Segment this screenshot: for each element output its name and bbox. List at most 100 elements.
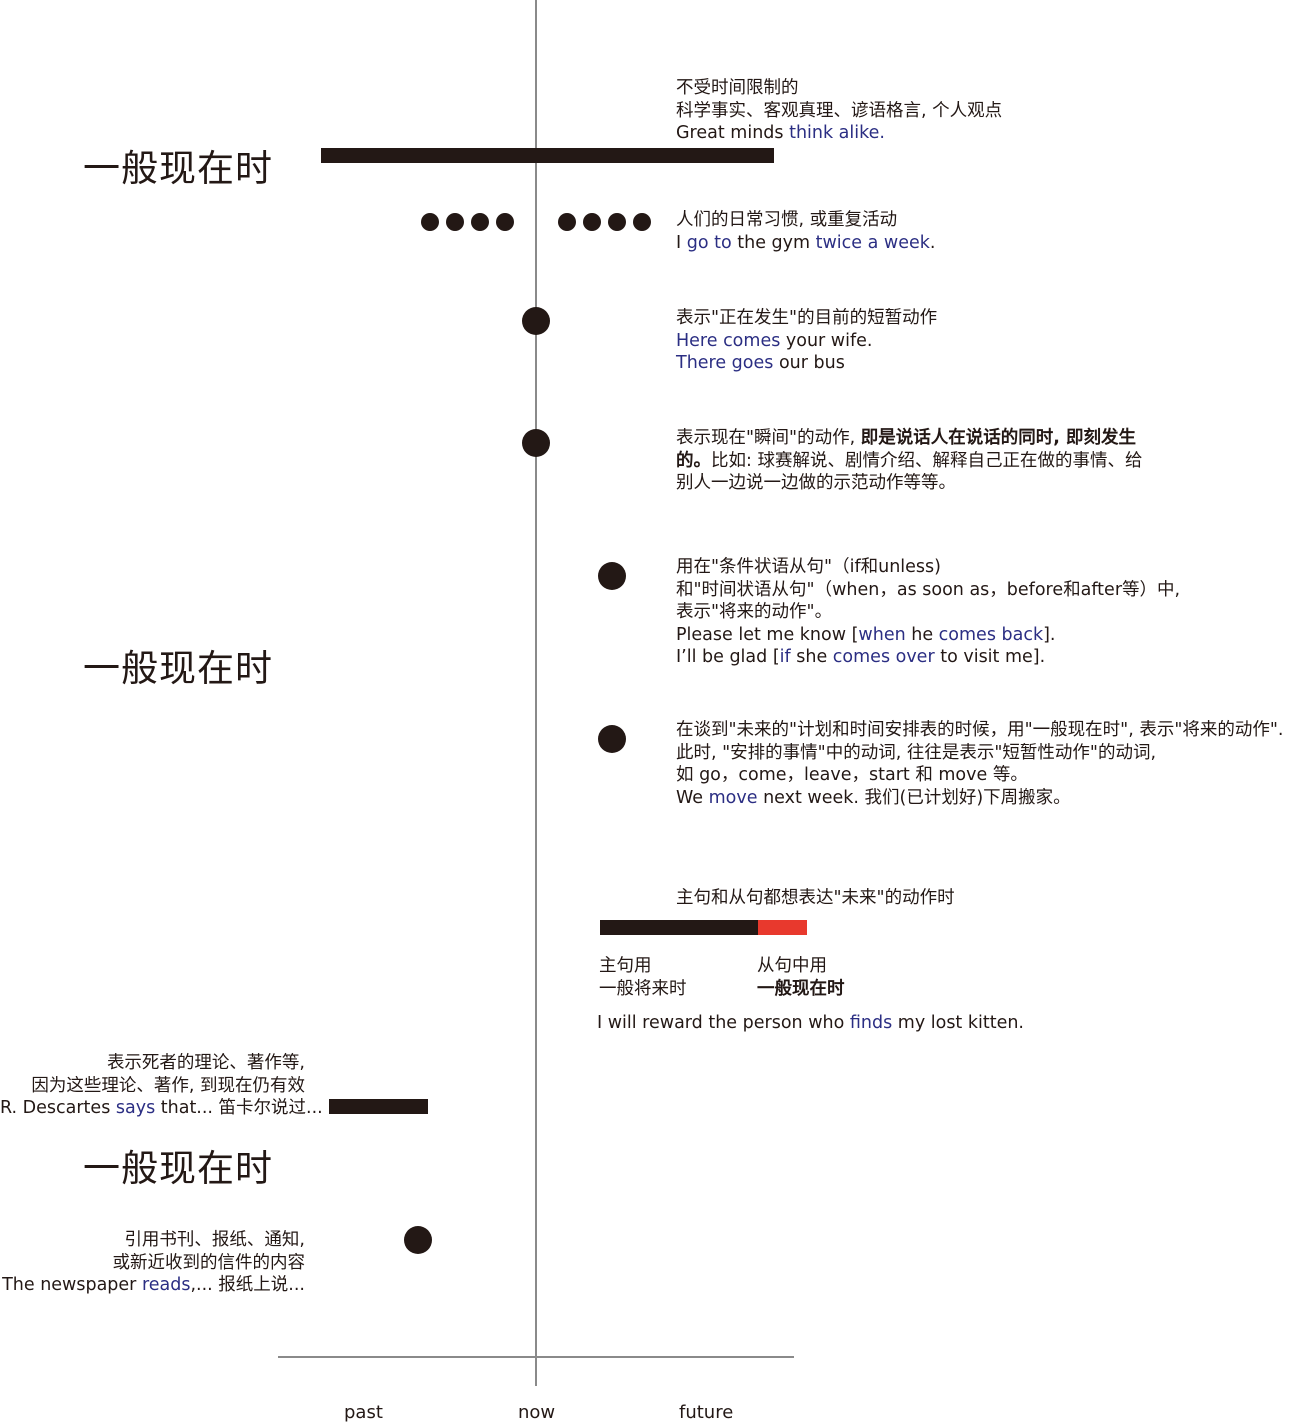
example-text: that... 笛卡尔说过...: [155, 1098, 323, 1118]
axis-label-now: now: [518, 1402, 556, 1423]
instant-note: 表示现在"瞬间"的动作, 即是说话人在说话的同时, 即刻发生 的。比如: 球赛解…: [676, 427, 1142, 495]
example-text: I: [676, 232, 687, 253]
instant-line1: 表示现在"瞬间"的动作, 即是说话人在说话的同时, 即刻发生: [676, 427, 1142, 450]
dead-author-line1: 表示死者的理论、著作等,: [106, 1053, 305, 1073]
axis-label-past: past: [344, 1402, 383, 1423]
note-text: 表示现在"瞬间"的动作,: [676, 428, 861, 448]
scheduled-future-dot: [598, 725, 626, 753]
short-action-dot: [522, 307, 550, 335]
dead-author-note: 表示死者的理论、著作等, 因为这些理论、著作, 到现在仍有效 R. Descar…: [0, 1052, 323, 1120]
example-text: R. Descartes: [0, 1098, 116, 1118]
instant-line3: 别人一边说一边做的示范动作等等。: [676, 473, 956, 493]
quote-line2: 或新近收到的信件的内容: [112, 1252, 306, 1273]
example-verb: finds: [849, 1013, 893, 1033]
schedule-example: We move next week. 我们(已计划好)下周搬家。: [676, 787, 1283, 810]
example-text: to visit me].: [934, 647, 1046, 667]
habit-dot: [633, 213, 651, 231]
timeless-line1: 不受时间限制的: [676, 78, 799, 98]
schedule-line2: 此时, "安排的事情"中的动词, 往往是表示"短暂性动作"的动词,: [676, 742, 1157, 763]
instant-line2: 的。比如: 球赛解说、剧情介绍、解释自己正在做的事情、给: [676, 450, 1142, 473]
now-axis-line: [535, 0, 537, 1386]
example-text: I’ll be glad [: [676, 647, 780, 667]
dead-author-line2: 因为这些理论、著作, 到现在仍有效: [31, 1075, 305, 1096]
short-action-note: 表示"正在发生"的目前的短暂动作 Here comes your wife. T…: [676, 307, 937, 375]
example-verb: reads: [141, 1275, 191, 1295]
habit-dot: [421, 213, 439, 231]
habit-dot: [471, 213, 489, 231]
example-text: We: [676, 787, 709, 808]
quote-note: 引用书刊、报纸、通知, 或新近收到的信件的内容 The newspaper re…: [0, 1229, 305, 1297]
quote-line1: 引用书刊、报纸、通知,: [124, 1230, 305, 1250]
example-text: ,... 报纸上说...: [190, 1275, 305, 1295]
subordinate-clause-label-line1: 从句中用: [757, 956, 827, 976]
example-text: the gym: [731, 232, 816, 253]
example-text: The newspaper: [2, 1275, 142, 1295]
example-frequency: twice a week: [815, 232, 930, 253]
example-text: our bus: [773, 353, 845, 373]
short-action-line1: 表示"正在发生"的目前的短暂动作: [676, 308, 938, 328]
habit-dot: [446, 213, 464, 231]
timeless-bar: [321, 148, 774, 163]
example-verb: think alike.: [789, 123, 885, 143]
example-verb: says: [115, 1098, 156, 1118]
example-text: he: [905, 624, 939, 645]
subordinate-clause-bar: [758, 920, 807, 935]
main-clause-label-line2: 一般将来时: [599, 978, 687, 999]
conditional-line3: 表示"将来的动作"。: [676, 602, 833, 622]
example-text: Please let me know [: [676, 624, 859, 645]
future-both-example: I will reward the person who finds my lo…: [597, 1012, 1024, 1035]
habit-note: 人们的日常习惯, 或重复活动 I go to the gym twice a w…: [676, 209, 935, 254]
habit-dot: [496, 213, 514, 231]
subordinate-clause-label: 从句中用 一般现在时: [757, 955, 845, 1000]
example-conjunction: if: [779, 647, 791, 667]
timeless-note: 不受时间限制的 科学事实、客观真理、谚语格言, 个人观点 Great minds…: [676, 77, 1002, 145]
short-action-example2: There goes our bus: [676, 352, 937, 375]
conditional-line1: 用在"条件状语从句"（if和unless): [676, 557, 941, 577]
section-heading-3: 一般现在时: [83, 1147, 273, 1190]
example-text: .: [929, 232, 936, 253]
subordinate-clause-label-line2: 一般现在时: [757, 978, 845, 999]
habit-dot: [558, 213, 576, 231]
habit-line1: 人们的日常习惯, 或重复活动: [676, 210, 898, 230]
example-text: she: [790, 647, 833, 667]
main-clause-label: 主句用 一般将来时: [599, 955, 687, 1000]
example-verb: Here comes: [676, 330, 781, 351]
main-clause-bar: [600, 920, 758, 935]
conditional-future-dot: [598, 562, 626, 590]
quote-dot: [404, 1226, 432, 1254]
schedule-note: 在谈到"未来的"计划和时间安排表的时候，用"一般现在时", 表示"将来的动作".…: [676, 719, 1283, 809]
conditional-example1: Please let me know [when he comes back].: [676, 624, 1180, 647]
note-emphasis: 的。: [676, 450, 711, 471]
short-action-example1: Here comes your wife.: [676, 330, 937, 353]
schedule-line1: 在谈到"未来的"计划和时间安排表的时候，用"一般现在时", 表示"将来的动作".: [676, 720, 1284, 740]
instant-action-dot: [522, 429, 550, 457]
habit-dot: [583, 213, 601, 231]
future-both-title: 主句和从句都想表达"未来"的动作时: [676, 888, 955, 908]
time-axis-line: [278, 1356, 794, 1358]
example-conjunction: when: [858, 624, 906, 645]
example-text: Great minds: [676, 123, 790, 143]
section-heading-2: 一般现在时: [83, 647, 273, 690]
section-heading-1: 一般现在时: [83, 147, 273, 190]
main-clause-label-line1: 主句用: [599, 956, 652, 976]
conditional-line2: 和"时间状语从句"（when，as soon as，before和after等）…: [676, 579, 1181, 600]
dead-author-example: R. Descartes says that... 笛卡尔说过...: [0, 1097, 323, 1120]
timeless-example: Great minds think alike.: [676, 122, 1002, 145]
example-verb: comes over: [832, 647, 935, 667]
note-emphasis: 即是说话人在说话的同时, 即刻发生: [860, 428, 1136, 448]
example-text: ].: [1043, 624, 1056, 645]
habit-example: I go to the gym twice a week.: [676, 232, 935, 255]
conditional-example2: I’ll be glad [if she comes over to visit…: [676, 646, 1180, 669]
example-text: I will reward the person who: [597, 1013, 850, 1033]
note-text: 比如: 球赛解说、剧情介绍、解释自己正在做的事情、给: [711, 450, 1143, 471]
axis-label-future: future: [679, 1402, 734, 1423]
example-verb: go to: [686, 232, 732, 253]
quote-example: The newspaper reads,... 报纸上说...: [0, 1274, 305, 1297]
habit-dot: [608, 213, 626, 231]
timeless-line2: 科学事实、客观真理、谚语格言, 个人观点: [676, 100, 1003, 121]
example-verb: move: [708, 787, 758, 808]
example-text: my lost kitten.: [892, 1013, 1024, 1033]
example-verb: There goes: [676, 353, 774, 373]
conditional-note: 用在"条件状语从句"（if和unless) 和"时间状语从句"（when，as …: [676, 556, 1180, 669]
schedule-line3: 如 go，come，leave，start 和 move 等。: [676, 765, 1028, 785]
